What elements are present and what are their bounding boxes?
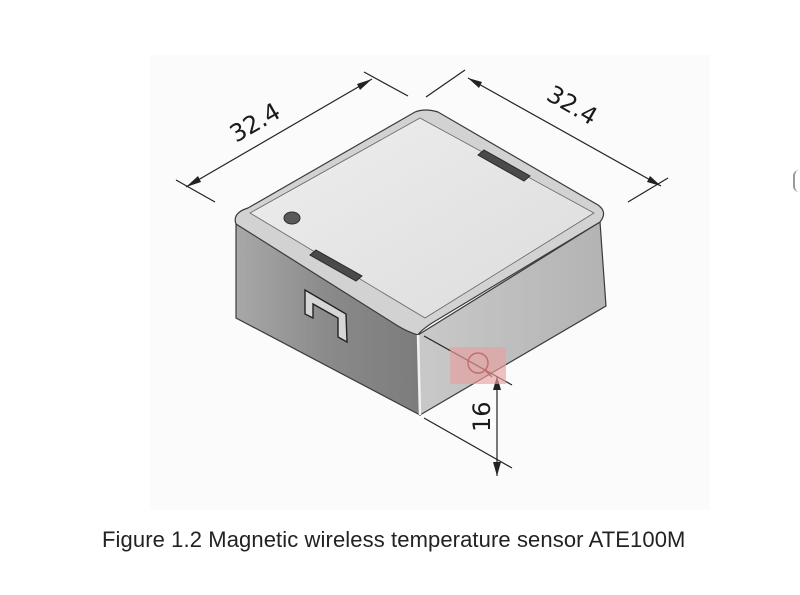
top-slot-right [477,149,531,182]
width-label: 32.4 [542,80,602,131]
figure-caption: Figure 1.2 Magnetic wireless temperature… [102,527,686,552]
page-edge-mark [793,170,800,192]
top-hole [283,211,301,225]
dimension-height: 16 [423,335,513,476]
sensor-body [234,109,607,417]
highlight-marker [450,347,506,384]
height-label: 16 [468,401,496,432]
side-clip [304,288,348,344]
length-label: 32.4 [225,97,285,148]
top-slot-front [309,249,363,282]
front-corner-edge [416,334,422,416]
